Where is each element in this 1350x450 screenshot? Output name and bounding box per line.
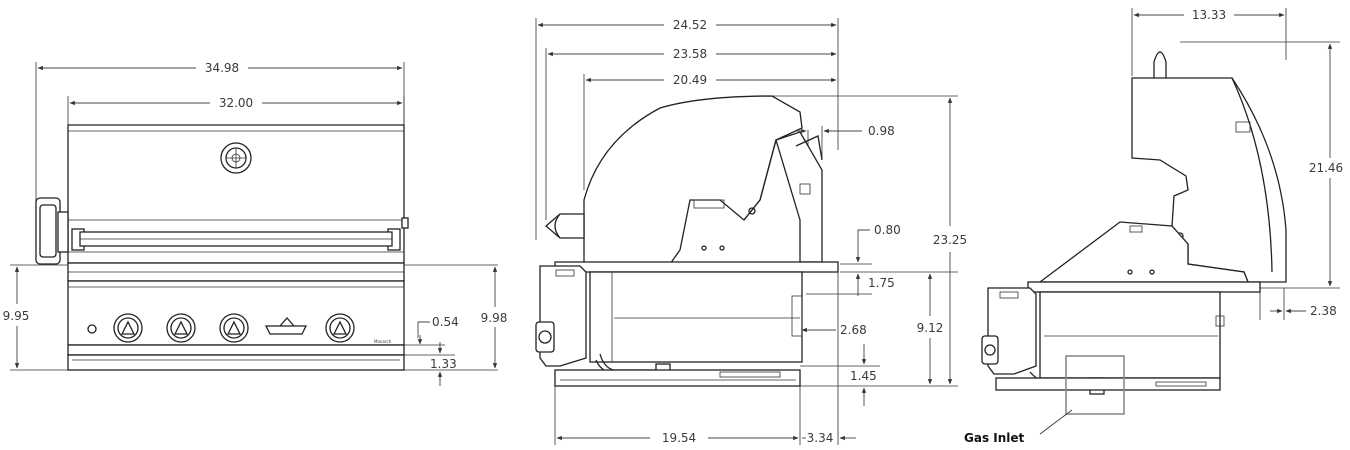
gas-inlet-label: Gas Inlet: [964, 431, 1025, 445]
dim-side-hood-depth: 20.49: [585, 73, 837, 87]
dim-side-cutout-depth: 19.54: [556, 431, 799, 445]
dim-front-base: 1.33: [404, 342, 457, 386]
front-grill: Monarch: [35, 124, 409, 371]
dim-side-overall-height: 23.25: [933, 97, 967, 385]
dim-front-height-left-text: 9.95: [3, 309, 30, 323]
dim-left-rear-overhang-text: 2.38: [1310, 304, 1337, 318]
dim-side-cutout-depth-text: 19.54: [662, 431, 696, 445]
dim-front-height-left: 9.95: [3, 266, 30, 369]
dim-left-hood-height-text: 21.46: [1309, 161, 1343, 175]
dim-side-rear-offset-text: 3.34: [807, 431, 834, 445]
side-knob: [35, 197, 69, 265]
dim-front-height-right: 9.98: [481, 266, 508, 369]
side-knob: [981, 335, 999, 365]
dim-side-firebox-height-text: 9.12: [917, 321, 944, 335]
dim-side-depth-2-text: 23.58: [673, 47, 707, 61]
burner-knob-icon: [166, 313, 196, 343]
dim-side-overall-height-text: 23.25: [933, 233, 967, 247]
dim-left-hood-depth-text: 13.33: [1192, 8, 1226, 22]
burner-knob-icon: [219, 313, 249, 343]
thermometer-icon: [220, 142, 252, 174]
dim-side-bottom-offset-text: 1.45: [850, 369, 877, 383]
dim-side-lid-offset-text: 0.98: [868, 124, 895, 138]
dim-side-lid-offset: 0.98: [792, 124, 895, 138]
dim-front-base-text: 1.33: [430, 357, 457, 371]
burner-knobs: [113, 313, 355, 343]
dim-left-hood-depth: 13.33: [1133, 8, 1285, 22]
dim-side-firebox-offset-text: 2.68: [840, 323, 867, 337]
front-view: 34.98 32.00 9.95 9.98 0.54 1.33: [3, 61, 508, 386]
dim-side-overall-depth: 24.52: [537, 18, 837, 32]
dim-side-drip-offset-text: 0.80: [874, 223, 901, 237]
dim-left-hood-height: 21.46: [1309, 43, 1343, 287]
gas-inlet-highlight: [1065, 355, 1125, 415]
dim-front-overall-width-text: 34.98: [205, 61, 239, 75]
dim-front-overall-width: 34.98: [37, 61, 403, 75]
dim-side-firebox-top-text: 1.75: [868, 276, 895, 290]
dim-front-height-right-text: 9.98: [481, 311, 508, 325]
dim-front-panel-text: 0.54: [432, 315, 459, 329]
side-grill-right: [535, 95, 839, 387]
brand-label: Monarch: [374, 339, 392, 344]
dim-side-depth-2: 23.58: [547, 47, 837, 61]
dim-front-panel: 0.54: [404, 315, 459, 346]
dim-side-firebox-top: 1.75: [806, 273, 895, 296]
dim-side-hood-depth-text: 20.49: [673, 73, 707, 87]
side-knob: [535, 321, 555, 353]
dim-front-hood-width-text: 32.00: [219, 96, 253, 110]
hood-handle: [545, 213, 585, 239]
burner-knob-icon: [325, 313, 355, 343]
burner-knob-icon: [555, 269, 575, 277]
burner-knob-icon: [113, 313, 143, 343]
dim-left-rear-overhang: 2.38: [1270, 304, 1337, 318]
side-view-right: 24.52 23.58 20.49 0.98 23.25 0.80: [535, 18, 967, 445]
dim-side-overall-depth-text: 24.52: [673, 18, 707, 32]
dim-front-hood-width: 32.00: [69, 96, 403, 110]
dim-side-drip-offset: 0.80: [840, 223, 901, 265]
ignition-button-icon: [87, 324, 97, 334]
gas-inlet-callout: Gas Inlet: [964, 409, 1073, 445]
side-grill-left: [981, 51, 1287, 415]
dim-side-bottom-offset: 1.45: [800, 344, 880, 406]
hood-handle: [71, 228, 401, 251]
brand-emblem-icon: [264, 317, 308, 335]
side-view-left: 13.33 21.46 2.38: [964, 8, 1343, 445]
dim-side-rear-offset: 3.34: [802, 431, 856, 445]
dim-side-firebox-height: 9.12: [917, 273, 944, 385]
dim-side-firebox-offset: 2.68: [801, 323, 867, 337]
